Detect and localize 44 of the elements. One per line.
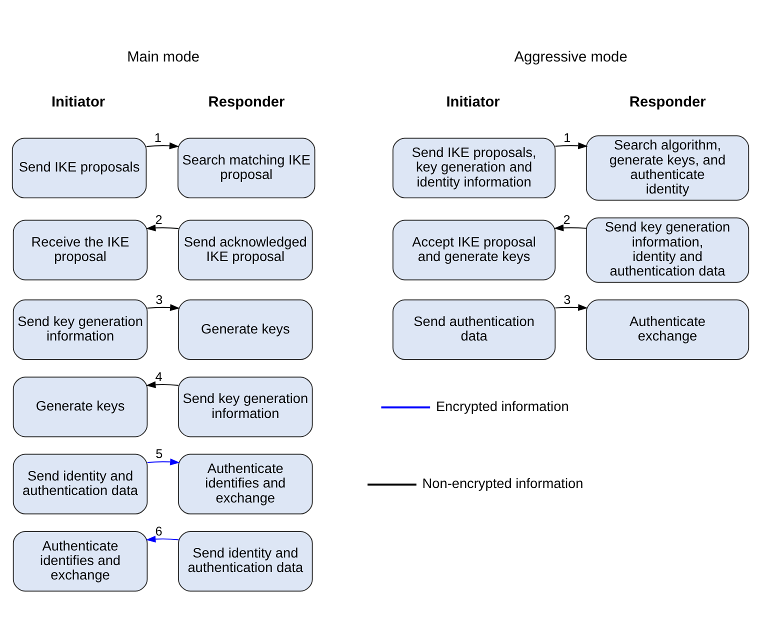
- label: Aggressive mode: [514, 49, 628, 66]
- node-box: Send key generation information: [12, 299, 148, 360]
- edge-label: 1: [564, 131, 571, 146]
- node-box: Authenticate identifies and exchange: [12, 531, 148, 592]
- label: Main mode: [127, 49, 200, 66]
- node-box: Authenticate identifies and exchange: [178, 454, 313, 514]
- edge-label: 2: [563, 213, 570, 228]
- arrow: [146, 224, 179, 232]
- edge-label: 3: [564, 292, 571, 307]
- node-box: Send identity and authentication data: [178, 531, 313, 592]
- arrow: [554, 224, 587, 232]
- arrow: [146, 536, 179, 543]
- node-box: Generate keys: [12, 376, 148, 438]
- node-box: Send IKE proposals: [12, 138, 147, 198]
- node-box: Send authentication data: [392, 299, 556, 360]
- legend-label: Non-encrypted information: [422, 476, 584, 492]
- edge-label: 6: [155, 524, 162, 538]
- node-box: Send key generation information: [178, 376, 313, 438]
- label: Responder: [208, 94, 285, 110]
- node-box: Send key generation information, identity and authentication data: [586, 217, 750, 283]
- edge-label: 2: [155, 213, 162, 228]
- node-box: Search matching IKE proposal: [178, 138, 316, 198]
- arrow: [146, 304, 180, 311]
- legend-label: Encrypted information: [436, 399, 569, 414]
- node-box: Receive the IKE proposal: [12, 220, 148, 280]
- node-box: Authenticate exchange: [586, 299, 750, 360]
- node-box: Send identity and authentication data: [12, 454, 148, 514]
- label: Responder: [629, 94, 706, 110]
- arrow: [146, 458, 180, 466]
- label: Initiator: [446, 94, 500, 110]
- edge-label: 3: [156, 292, 163, 307]
- arrow: [554, 142, 588, 150]
- edge-label: 5: [156, 447, 163, 462]
- node-box: Accept IKE proposal and generate keys: [392, 220, 556, 280]
- node-box: Generate keys: [178, 299, 313, 360]
- arrow: [146, 381, 179, 388]
- node-box: Send IKE proposals, key generation and identity information: [392, 138, 556, 198]
- node-box: Send acknowledged IKE proposal: [178, 220, 313, 280]
- label: Initiator: [51, 94, 106, 110]
- arrow: [146, 142, 180, 150]
- arrow: [554, 304, 588, 311]
- edge-label: 4: [155, 370, 162, 384]
- node-box: Search algorithm, generate keys, and authenticate identity: [586, 135, 750, 201]
- edge-label: 1: [154, 131, 162, 146]
